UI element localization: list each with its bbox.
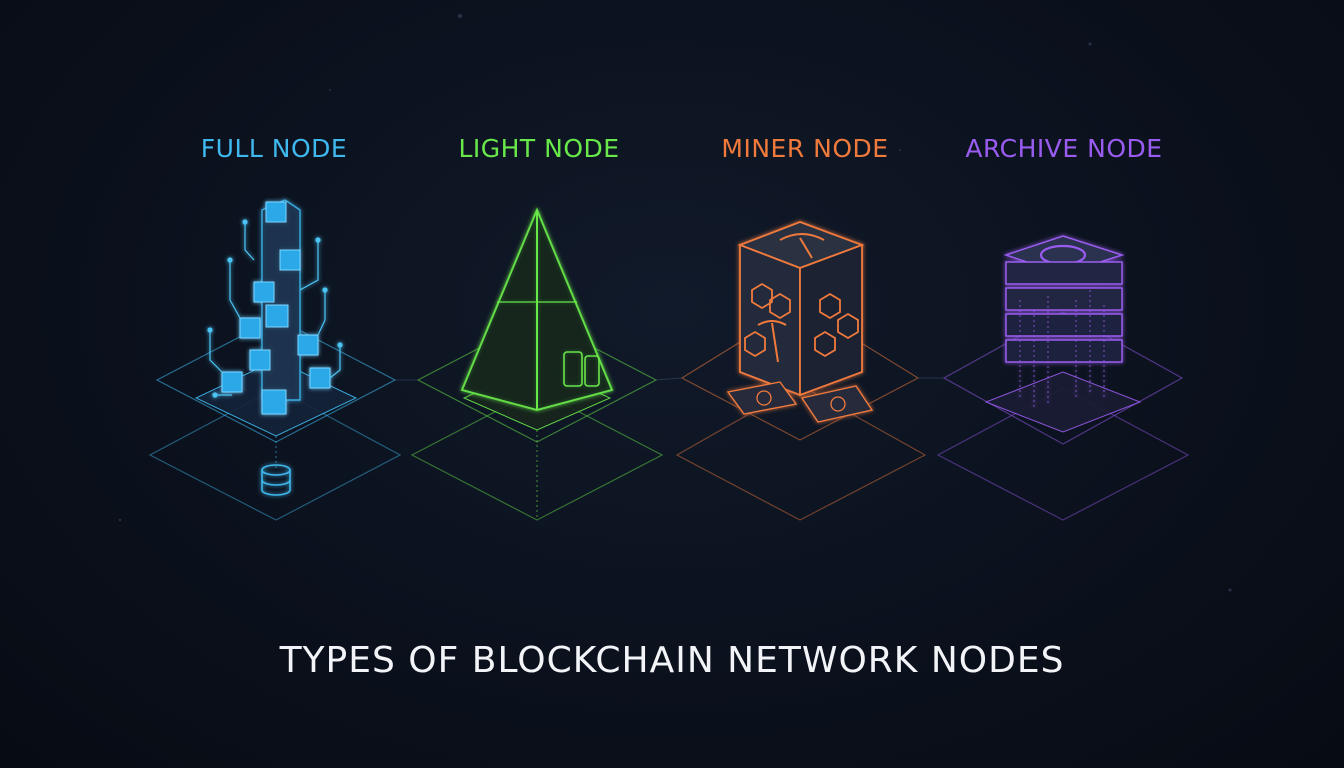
circuit-connections [395, 377, 944, 381]
miner-node-label: MINER NODE [721, 134, 889, 163]
stacked-cubes-tower-icon [207, 199, 343, 415]
light-node-graphic [410, 207, 664, 521]
background-stars [118, 14, 1232, 592]
page-title: TYPES OF BLOCKCHAIN NETWORK NODES [279, 640, 1065, 681]
pyramid-with-devices-icon [460, 207, 614, 412]
archive-node-graphic [936, 235, 1190, 521]
full-node-graphic [148, 199, 402, 521]
database-icon [261, 464, 291, 496]
archive-node-label: ARCHIVE NODE [965, 134, 1163, 163]
mining-cube-pickaxe-icon [726, 221, 874, 423]
server-rack-data-icon [1003, 235, 1125, 410]
miner-node-graphic [675, 221, 927, 521]
light-node-label: LIGHT NODE [458, 134, 620, 163]
full-node-label: FULL NODE [200, 134, 348, 163]
